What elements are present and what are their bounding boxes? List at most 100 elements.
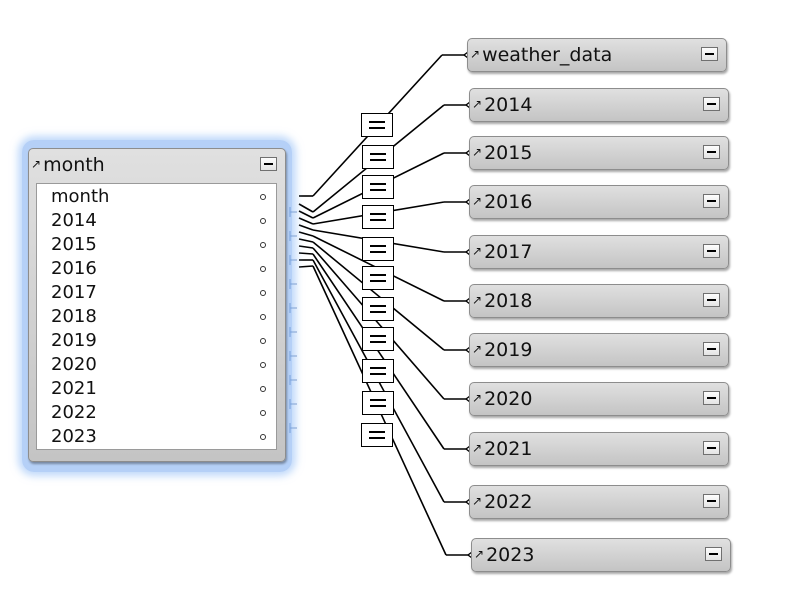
equals-operator-icon[interactable] xyxy=(361,423,393,447)
collapse-icon[interactable] xyxy=(703,391,720,405)
field-row[interactable]: 2015 xyxy=(37,233,276,257)
field-dot-icon xyxy=(260,386,266,392)
equals-operator-icon[interactable] xyxy=(362,359,394,383)
table-name: 2020 xyxy=(484,388,533,410)
field-row[interactable]: 2022 xyxy=(37,401,276,425)
equals-operator-icon[interactable] xyxy=(362,327,394,351)
relationship-line xyxy=(312,253,445,450)
field-row[interactable]: 2023 xyxy=(37,425,276,449)
equals-operator-icon[interactable] xyxy=(362,175,394,199)
collapse-icon[interactable] xyxy=(703,293,720,307)
relationship-line xyxy=(298,203,314,213)
alias-arrow-icon: ↗ xyxy=(472,244,483,258)
equals-operator-icon[interactable] xyxy=(361,113,393,137)
table-occurrence-2016[interactable]: ↗2016 xyxy=(469,185,729,219)
field-row[interactable]: 2014 xyxy=(37,209,276,233)
field-dot-icon xyxy=(260,434,266,440)
alias-arrow-icon: ↗ xyxy=(472,145,483,159)
table-title: ↗2022 xyxy=(472,486,698,518)
table-title: ↗2019 xyxy=(472,334,698,366)
collapse-icon[interactable] xyxy=(260,157,277,171)
field-row[interactable]: 2021 xyxy=(37,377,276,401)
table-name: 2015 xyxy=(484,142,533,164)
equals-operator-icon[interactable] xyxy=(362,237,394,261)
equals-operator-icon[interactable] xyxy=(362,205,394,229)
equals-operator-icon[interactable] xyxy=(362,145,394,169)
table-name: 2018 xyxy=(484,290,533,312)
field-row[interactable]: month xyxy=(37,185,276,209)
field-name: 2021 xyxy=(51,378,97,399)
table-occurrence-month[interactable]: ↗month month 2014 2015 2016 2017 2018 2019 2020… xyxy=(28,148,286,462)
table-occurrence-2015[interactable]: ↗2015 xyxy=(469,136,729,170)
field-row[interactable]: 2017 xyxy=(37,281,276,305)
table-name: 2016 xyxy=(484,191,533,213)
table-title: ↗2023 xyxy=(474,539,700,571)
field-row[interactable]: 2019 xyxy=(37,329,276,353)
field-name: 2019 xyxy=(51,330,97,351)
table-name: 2023 xyxy=(486,544,535,566)
alias-arrow-icon: ↗ xyxy=(472,441,483,455)
table-title: ↗2020 xyxy=(472,383,698,415)
table-header[interactable]: ↗month xyxy=(29,149,285,181)
field-name: month xyxy=(51,186,110,207)
collapse-icon[interactable] xyxy=(703,145,720,159)
field-row[interactable]: 2018 xyxy=(37,305,276,329)
field-dot-icon xyxy=(260,338,266,344)
field-row[interactable]: 2020 xyxy=(37,353,276,377)
table-occurrence-2018[interactable]: ↗2018 xyxy=(469,284,729,318)
collapse-icon[interactable] xyxy=(703,494,720,508)
table-title: ↗2021 xyxy=(472,433,698,465)
table-title: ↗2017 xyxy=(472,236,698,268)
alias-arrow-icon: ↗ xyxy=(472,97,483,111)
field-dot-icon xyxy=(260,194,266,200)
collapse-icon[interactable] xyxy=(703,194,720,208)
collapse-icon[interactable] xyxy=(703,342,720,356)
table-title: ↗2018 xyxy=(472,285,698,317)
table-occurrence-2017[interactable]: ↗2017 xyxy=(469,235,729,269)
field-dot-icon xyxy=(260,314,266,320)
table-name: 2017 xyxy=(484,241,533,263)
table-occurrence-2020[interactable]: ↗2020 xyxy=(469,382,729,416)
collapse-icon[interactable] xyxy=(705,547,722,561)
field-name: 2023 xyxy=(51,426,97,447)
table-occurrence-2022[interactable]: ↗2022 xyxy=(469,485,729,519)
table-occurrence-2021[interactable]: ↗2021 xyxy=(469,432,729,466)
table-name: weather_data xyxy=(482,44,613,66)
table-occurrence-2019[interactable]: ↗2019 xyxy=(469,333,729,367)
field-name: 2016 xyxy=(51,258,97,279)
field-name: 2020 xyxy=(51,354,97,375)
field-name: 2014 xyxy=(51,210,97,231)
alias-arrow-icon: ↗ xyxy=(31,157,42,171)
table-title: ↗2014 xyxy=(472,89,698,121)
field-row[interactable]: 2016 xyxy=(37,257,276,281)
relationship-line xyxy=(298,252,314,255)
relationship-line xyxy=(298,245,314,249)
equals-operator-icon[interactable] xyxy=(362,297,394,321)
table-name: 2019 xyxy=(484,339,533,361)
table-name: 2021 xyxy=(484,438,533,460)
equals-operator-icon[interactable] xyxy=(362,391,394,415)
table-occurrence-2014[interactable]: ↗2014 xyxy=(469,88,729,122)
relationship-line xyxy=(312,247,445,400)
equals-operator-icon[interactable] xyxy=(362,266,394,290)
field-name: 2018 xyxy=(51,306,97,327)
table-occurrence-weather_data[interactable]: ↗weather_data xyxy=(467,38,727,72)
collapse-icon[interactable] xyxy=(701,47,718,61)
relationship-line xyxy=(298,231,314,237)
relationship-line xyxy=(298,210,314,219)
alias-arrow-icon: ↗ xyxy=(470,47,481,61)
table-occurrence-2023[interactable]: ↗2023 xyxy=(471,538,731,572)
table-name: 2014 xyxy=(484,94,533,116)
field-name: 2015 xyxy=(51,234,97,255)
table-name: 2022 xyxy=(484,491,533,513)
relationship-line xyxy=(298,265,314,268)
field-name: 2017 xyxy=(51,282,97,303)
collapse-icon[interactable] xyxy=(703,441,720,455)
alias-arrow-icon: ↗ xyxy=(474,547,485,561)
alias-arrow-icon: ↗ xyxy=(472,391,483,405)
collapse-icon[interactable] xyxy=(703,97,720,111)
relationship-line xyxy=(298,238,314,243)
field-dot-icon xyxy=(260,410,266,416)
collapse-icon[interactable] xyxy=(703,244,720,258)
